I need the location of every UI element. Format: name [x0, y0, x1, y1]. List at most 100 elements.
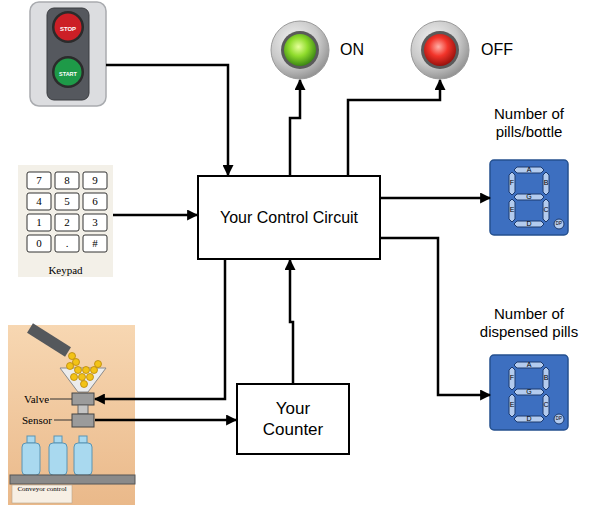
sensor-body [72, 414, 94, 427]
off-indicator: OFF [410, 20, 520, 80]
segment-letter: E [504, 205, 520, 215]
box-label: Your Control Circuit [220, 208, 358, 227]
key [27, 235, 51, 252]
key-label: 8 [55, 172, 79, 189]
signal-arrow [290, 80, 300, 175]
key-label: . [55, 235, 79, 252]
lamp-bezel [411, 21, 469, 79]
button-label: STOP [52, 23, 84, 35]
control-box: Your Control Circuit [197, 175, 381, 260]
segment-letter: G [521, 387, 537, 397]
segment-letter: B [538, 178, 554, 188]
key [55, 193, 79, 210]
button-rim [52, 11, 84, 43]
key-label: 6 [83, 193, 107, 210]
keypad-background [18, 165, 113, 277]
display-body [490, 160, 568, 235]
signal-arrow [95, 419, 236, 422]
segment-letter: DP [551, 219, 567, 229]
counter-box: Your Counter [236, 383, 350, 455]
segment-letter: C [538, 400, 554, 410]
part-label: Sensor [22, 413, 64, 427]
display-node: Number of dispensed pillsAFBGECDDP [490, 300, 568, 430]
signal-arrow [348, 80, 440, 175]
pill [75, 367, 82, 374]
on-indicator: ON [270, 20, 370, 80]
segment-letter: DP [551, 414, 567, 424]
feed-pipe [30, 328, 68, 352]
pill [87, 374, 94, 381]
valve-body [72, 393, 94, 405]
bottle [49, 443, 67, 475]
keypad-keys [27, 172, 107, 252]
pill [67, 363, 74, 370]
lamp-bezel [271, 21, 329, 79]
segment-letter: D [521, 414, 537, 424]
part-label: Conveyor control [12, 486, 72, 504]
pill [83, 367, 90, 374]
segment-letter: A [521, 165, 537, 175]
key-label: 4 [27, 193, 51, 210]
illustration-background [8, 325, 135, 505]
station-housing [30, 2, 106, 106]
key [55, 172, 79, 189]
signal-arrow [290, 260, 293, 383]
display-segments [509, 362, 564, 424]
segment-letter: D [521, 219, 537, 229]
segment-letter: E [504, 400, 520, 410]
segment-letter: B [538, 373, 554, 383]
lamp-ring [421, 31, 459, 69]
display-body [490, 355, 568, 430]
key [83, 235, 107, 252]
key [27, 214, 51, 231]
display-node: Number of pills/bottleAFBGECDDP [490, 100, 568, 235]
bottles [22, 436, 92, 475]
seven-segment-display [490, 355, 568, 430]
bottle-neck [54, 436, 62, 443]
on-lamp [271, 21, 329, 79]
button-label: START [48, 68, 88, 80]
key-label: 7 [27, 172, 51, 189]
signal-arrow [381, 197, 490, 200]
pill [79, 374, 86, 381]
bottle-neck [27, 436, 35, 443]
leader-line [54, 420, 72, 421]
tube [78, 405, 88, 414]
leader-line [50, 399, 72, 400]
segment-letter: C [538, 205, 554, 215]
key-label: # [83, 235, 107, 252]
signal-arrow [381, 238, 490, 395]
conveyor-belt [10, 475, 135, 484]
key [27, 172, 51, 189]
keypad-caption: Keypad [18, 264, 113, 277]
station-plate [47, 8, 89, 100]
keypad: 7894561230.#Keypad [18, 165, 113, 277]
box-label: Your Counter [258, 398, 328, 441]
key-label: 5 [55, 193, 79, 210]
pill [71, 374, 78, 381]
key [83, 193, 107, 210]
pill [81, 381, 88, 388]
bottle-neck [79, 436, 87, 443]
key [55, 214, 79, 231]
display-heading: Number of dispensed pills [469, 305, 589, 341]
pushbutton-station [30, 2, 106, 106]
key-label: 2 [55, 214, 79, 231]
key-label: 9 [83, 172, 107, 189]
pushbutton-station: STOP START [30, 2, 106, 106]
label-plate [12, 485, 72, 503]
display-segments [509, 167, 564, 229]
key-label: 3 [83, 214, 107, 231]
bottle [22, 443, 40, 475]
lamp-ring [281, 31, 319, 69]
indicator-label: OFF [474, 40, 520, 60]
key [27, 193, 51, 210]
off-lamp [411, 21, 469, 79]
indicator-label: ON [334, 40, 370, 60]
dispenser-illustration [8, 325, 135, 505]
key [83, 214, 107, 231]
red-lamp [424, 34, 456, 66]
key [55, 235, 79, 252]
dispenser-node: ValveSensorConveyor control [8, 325, 135, 505]
